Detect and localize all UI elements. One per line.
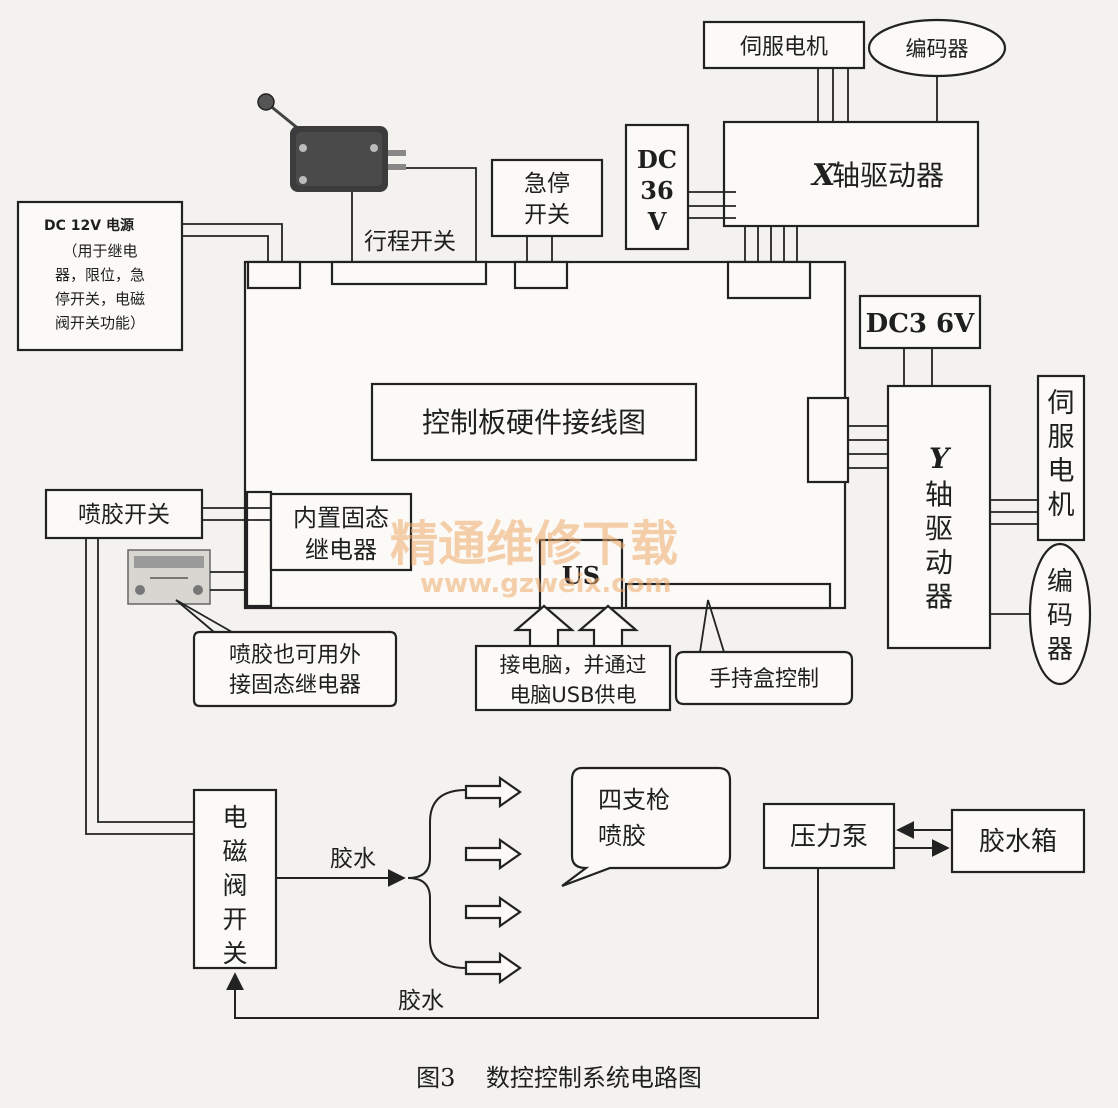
- y-driver-bus: [848, 425, 888, 469]
- svg-text:接固态继电器: 接固态继电器: [229, 673, 361, 698]
- figure-caption: 图3 数控控制系统电路图: [416, 1064, 702, 1092]
- travel-switch-wires: [351, 167, 477, 266]
- svg-text:DC 12V 电源: DC 12V 电源: [44, 217, 134, 234]
- svg-text:接电脑，并通过: 接电脑，并通过: [500, 653, 647, 677]
- micro-switch-icon: [257, 93, 406, 192]
- svg-text:关: 关: [222, 939, 247, 968]
- dc36v-y: DC3 6V: [858, 294, 982, 350]
- svg-text:继电器: 继电器: [305, 536, 377, 564]
- glue-label-2: 胶水: [398, 988, 444, 1014]
- builtin-relay: 内置固态 继电器: [269, 492, 413, 572]
- svg-text:喷胶开关: 喷胶开关: [78, 502, 170, 528]
- dc36v-x-wires: [688, 191, 736, 219]
- solid-state-relay-icon: [127, 549, 211, 605]
- pump-tank-arrows: [894, 821, 952, 857]
- dc36v-y-wires: [903, 348, 933, 388]
- encoder-x: 编码器: [867, 18, 1007, 78]
- pc-connection-arrows: [513, 604, 639, 650]
- svg-text:36: 36: [640, 176, 673, 205]
- four-guns-note: 四支枪 喷胶: [561, 766, 732, 888]
- svg-text:内置固态: 内置固态: [293, 504, 389, 532]
- svg-text:停开关，电磁: 停开关，电磁: [55, 290, 145, 308]
- svg-text:磁: 磁: [222, 837, 247, 866]
- encoder-y: 编 码 器: [1028, 542, 1092, 686]
- svg-text:轴: 轴: [925, 478, 953, 511]
- svg-text:轴驱动器: 轴驱动器: [832, 159, 944, 192]
- svg-text:服: 服: [1048, 422, 1075, 453]
- svg-text:编: 编: [1047, 567, 1073, 597]
- svg-text:伺: 伺: [1048, 388, 1075, 419]
- control-board-title: 控制板硬件接线图: [370, 382, 698, 462]
- external-relay-note: 喷胶也可用外 接固态继电器: [175, 599, 398, 708]
- svg-text:电脑USB供电: 电脑USB供电: [509, 683, 636, 707]
- relay-wires: [210, 571, 247, 591]
- svg-text:阀开关功能）: 阀开关功能）: [55, 314, 145, 332]
- spray-gun-arrows: [464, 775, 522, 985]
- svg-text:机: 机: [1048, 490, 1075, 521]
- svg-text:编码器: 编码器: [906, 37, 969, 61]
- pc-connection: 接电脑，并通过 电脑USB供电: [474, 644, 672, 712]
- x-driver-bus: [744, 226, 798, 266]
- svg-text:驱: 驱: [925, 512, 953, 545]
- svg-text:开: 开: [222, 905, 247, 934]
- servo-motor-x: 伺服电机: [702, 20, 866, 70]
- dc12v-wires: [182, 223, 283, 266]
- svg-text:压力泵: 压力泵: [790, 822, 868, 852]
- travel-switch-label: 行程开关: [364, 229, 456, 255]
- svg-text:控制板硬件接线图: 控制板硬件接线图: [422, 406, 646, 439]
- manifold-brace: [407, 789, 467, 969]
- emergency-stop: 急停 开关: [490, 158, 604, 238]
- pressure-pump: 压力泵: [762, 802, 896, 870]
- svg-text:Y: Y: [929, 442, 952, 475]
- servo-motor-y-wires: [990, 499, 1038, 525]
- glue-label-1: 胶水: [330, 846, 376, 872]
- svg-text:喷胶也可用外: 喷胶也可用外: [229, 643, 361, 668]
- glue-return-line: [226, 868, 819, 1019]
- svg-text:喷胶: 喷胶: [598, 822, 646, 850]
- svg-text:US: US: [562, 561, 600, 590]
- svg-text:电: 电: [222, 803, 247, 832]
- svg-text:动: 动: [925, 546, 953, 579]
- handheld-control: 手持盒控制: [674, 599, 854, 706]
- svg-text:码: 码: [1047, 601, 1073, 631]
- svg-text:急停: 急停: [524, 171, 570, 197]
- svg-text:器，限位，急: 器，限位，急: [55, 266, 145, 284]
- svg-text:四支枪: 四支枪: [598, 786, 670, 814]
- svg-text:DC: DC: [637, 145, 677, 174]
- svg-text:器: 器: [925, 580, 953, 613]
- spray-to-valve-wires: [85, 538, 194, 835]
- spray-switch: 喷胶开关: [44, 488, 204, 540]
- servo-motor-y: 伺 服 电 机: [1036, 374, 1086, 542]
- dc36v-x: DC 36 V: [624, 123, 690, 251]
- usb-port: US: [538, 538, 624, 610]
- svg-text:V: V: [647, 207, 667, 236]
- glue-tank: 胶水箱: [950, 808, 1086, 874]
- svg-text:胶水箱: 胶水箱: [979, 827, 1057, 857]
- y-driver: Y 轴 驱 动 器: [886, 384, 992, 650]
- spray-switch-wires: [202, 507, 271, 521]
- svg-text:电: 电: [1048, 456, 1075, 487]
- svg-text:伺服电机: 伺服电机: [740, 35, 828, 60]
- svg-text:阀: 阀: [222, 871, 247, 900]
- watermark-text: 精通维修下载: [390, 516, 678, 572]
- svg-text:开关: 开关: [524, 202, 570, 228]
- svg-text:器: 器: [1047, 635, 1073, 665]
- dc12v-power: DC 12V 电源 （用于继电 器，限位，急 停开关，电磁 阀开关功能）: [16, 200, 184, 352]
- solenoid-valve: 电 磁 阀 开 关: [192, 788, 278, 970]
- x-motor-wires: [817, 68, 938, 122]
- svg-text:（用于继电: （用于继电: [62, 242, 137, 260]
- watermark-url: www.gzweix.com: [420, 569, 672, 599]
- svg-text:手持盒控制: 手持盒控制: [709, 667, 819, 692]
- svg-text:X: X: [810, 158, 837, 193]
- x-driver: X 轴驱动器: [722, 120, 980, 228]
- svg-text:DC3 6V: DC3 6V: [866, 309, 975, 339]
